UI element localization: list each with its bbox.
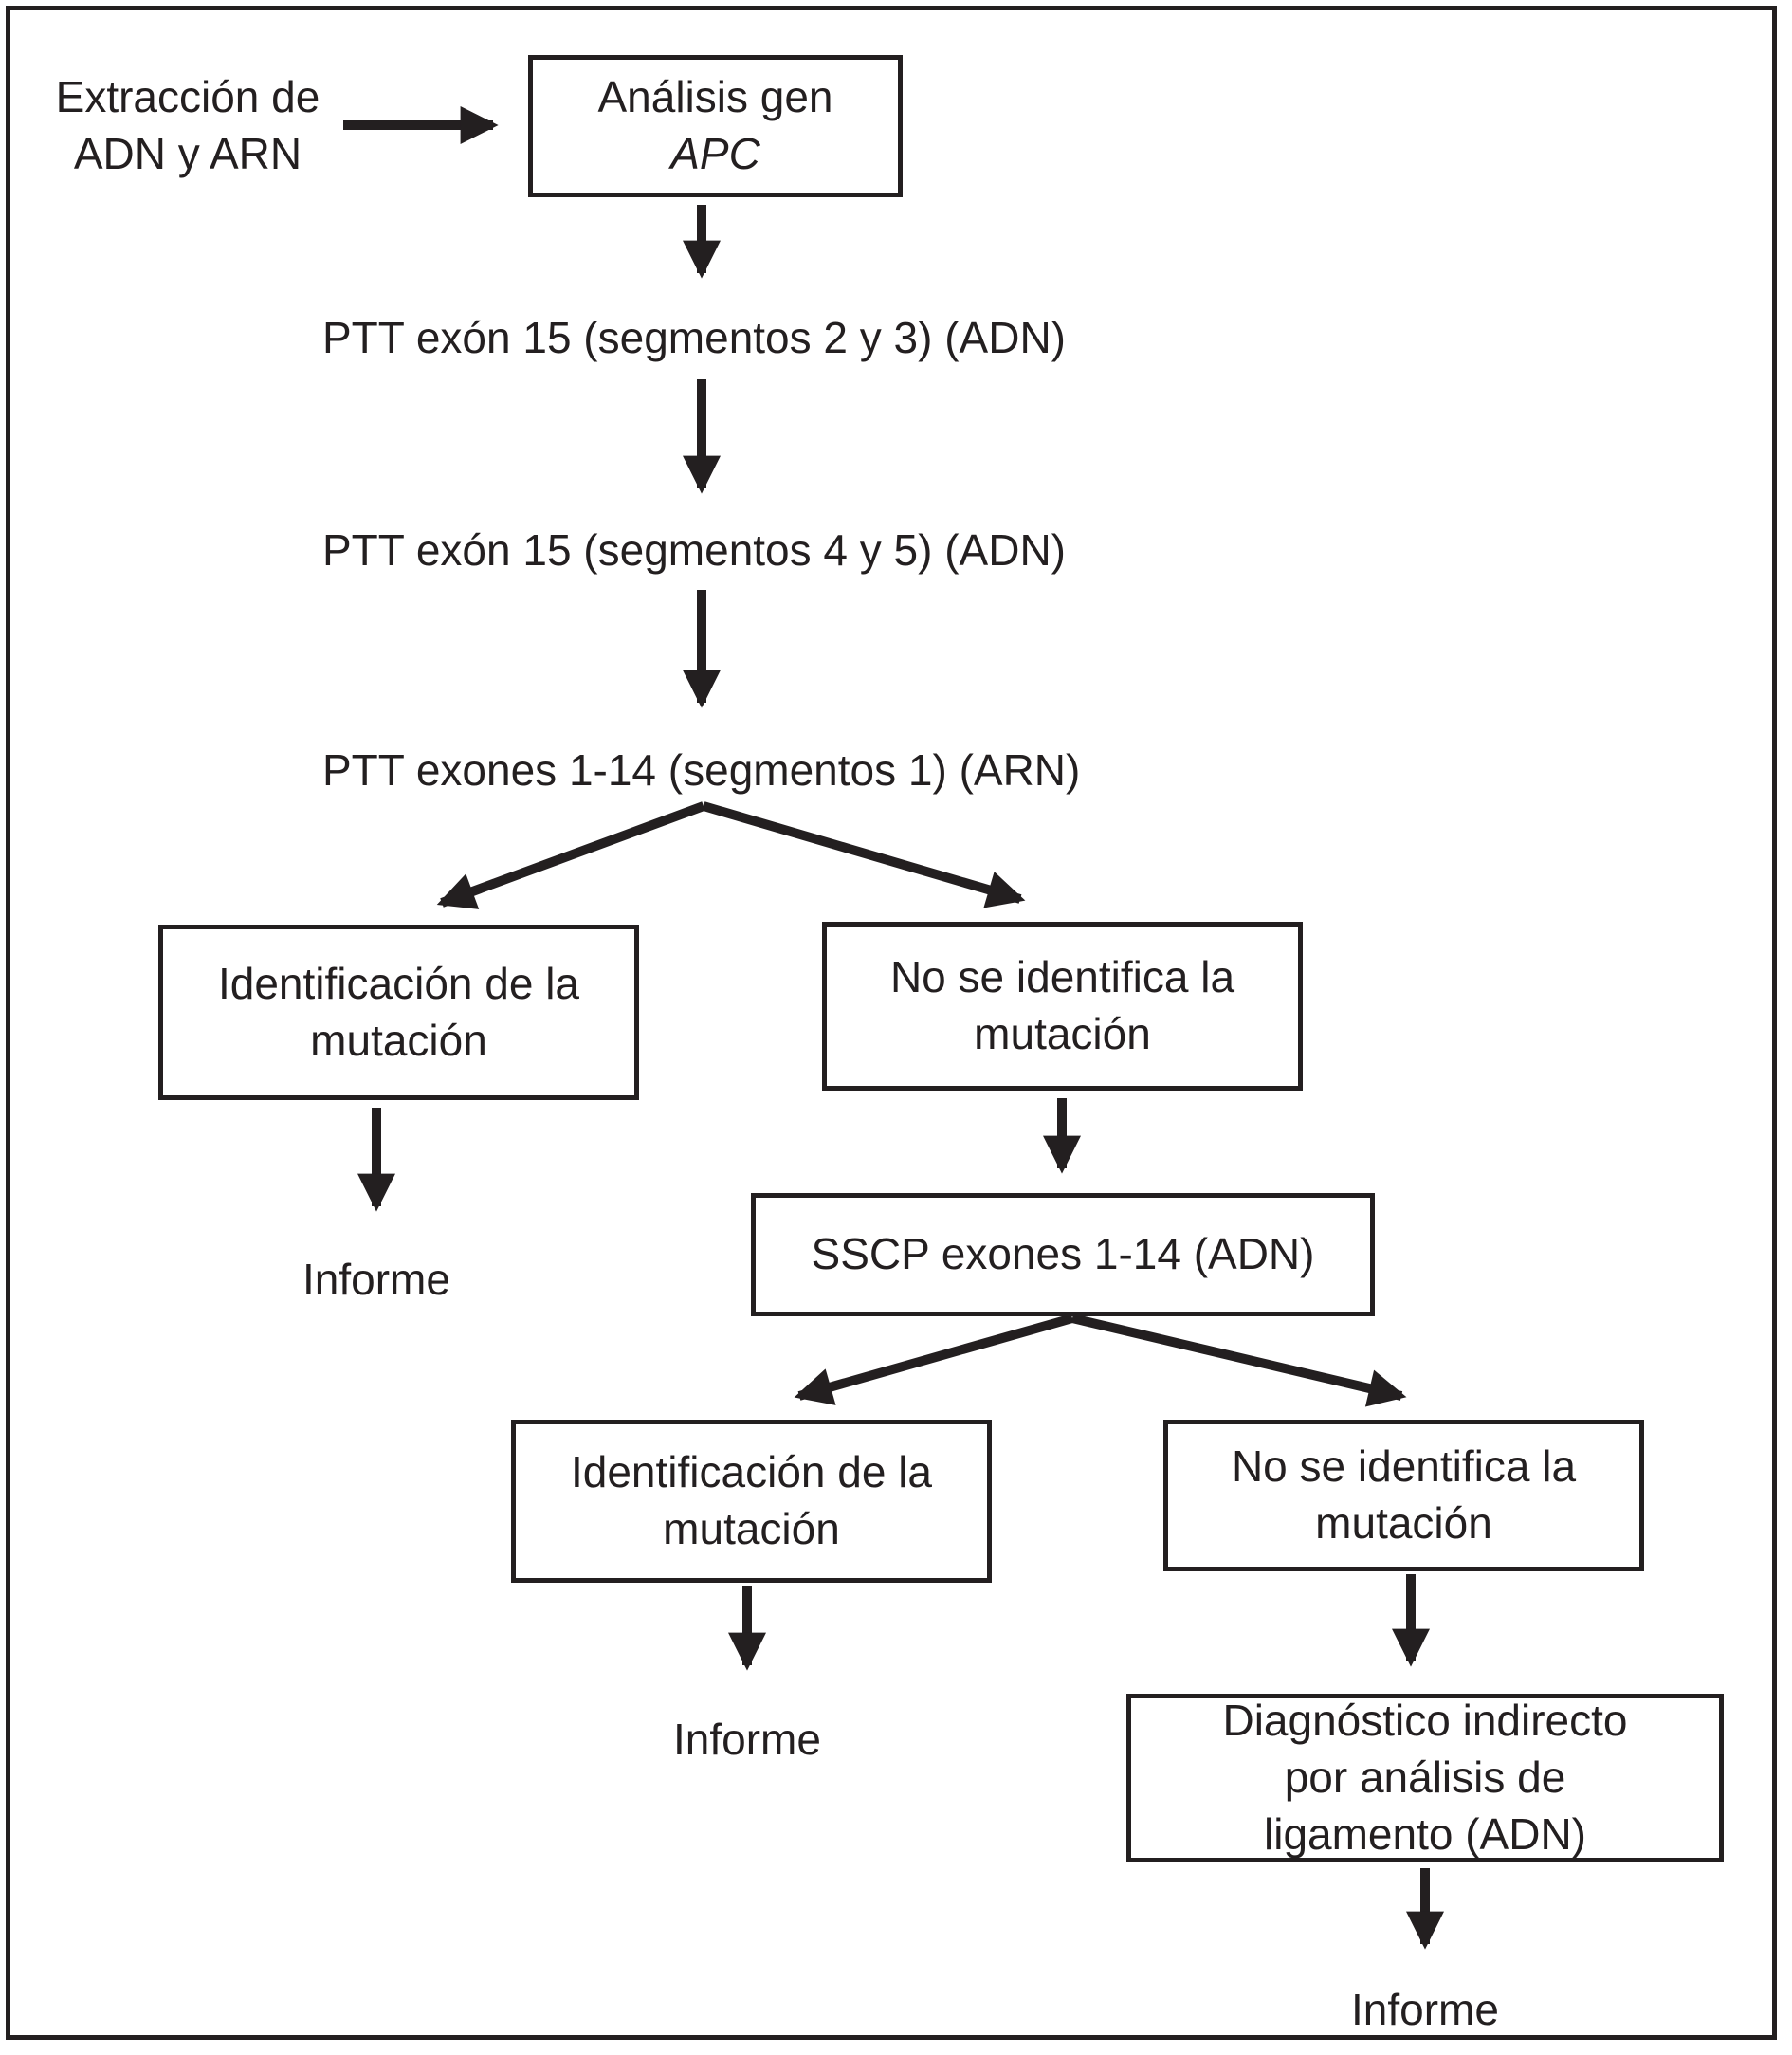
arrow-split1-left (436, 801, 705, 909)
mutation-not-identified-1-line2: mutación (974, 1009, 1151, 1058)
report-label-1: Informe (302, 1255, 450, 1304)
apc-analysis-box: Análisis gen APC (528, 55, 903, 197)
sscp-box-label: SSCP exones 1-14 (ADN) (811, 1229, 1315, 1279)
report-label-3: Informe (1351, 1985, 1499, 2034)
mutation-identified-2-line1: Identificación de la (570, 1447, 933, 1497)
report-label-2: Informe (673, 1715, 821, 1764)
mutation-not-identified-box-1: No se identifica la mutación (822, 922, 1303, 1091)
step-ptt-exones1-14: PTT exones 1-14 (segmentos 1) (ARN) (322, 745, 1081, 795)
linkage-box-line1: Diagnóstico indirecto (1222, 1696, 1628, 1746)
arrow-split2-left (794, 1313, 1074, 1405)
sscp-box: SSCP exones 1-14 (ADN) (751, 1193, 1375, 1316)
arrow-split2-right (1070, 1313, 1407, 1407)
mutation-identified-box-1: Identificación de la mutación (158, 925, 639, 1100)
extraction-label-line1: Extracción de (55, 72, 320, 121)
mutation-not-identified-box-2: No se identifica la mutación (1163, 1420, 1644, 1571)
mutation-not-identified-2-line1: No se identifica la (1231, 1441, 1577, 1492)
linkage-box-line2: por análisis de (1284, 1752, 1566, 1803)
step-ptt-exon15-seg23: PTT exón 15 (segmentos 2 y 3) (ADN) (322, 313, 1066, 362)
apc-gene-name: APC (670, 129, 760, 178)
mutation-not-identified-2-line2: mutación (1315, 1498, 1492, 1548)
step-ptt-exon15-seg45: PTT exón 15 (segmentos 4 y 5) (ADN) (322, 525, 1066, 575)
figure-border (6, 6, 1777, 2040)
mutation-identified-1-line1: Identificación de la (217, 958, 580, 1008)
mutation-identified-2-line2: mutación (663, 1504, 840, 1553)
linkage-box-line3: ligamento (ADN) (1264, 1808, 1586, 1859)
mutation-not-identified-1-line1: No se identifica la (889, 952, 1235, 1002)
arrow-split1-right (702, 801, 1026, 908)
indirect-linkage-diagnosis-box: Diagnóstico indirecto por análisis de li… (1126, 1694, 1724, 1862)
mutation-identified-1-line2: mutación (310, 1015, 487, 1065)
apc-analysis-line1: Análisis gen (597, 72, 833, 122)
mutation-identified-box-2: Identificación de la mutación (511, 1420, 992, 1583)
extraction-label-line2: ADN y ARN (73, 128, 302, 178)
extraction-label: Extracción de ADN y ARN (28, 69, 347, 183)
